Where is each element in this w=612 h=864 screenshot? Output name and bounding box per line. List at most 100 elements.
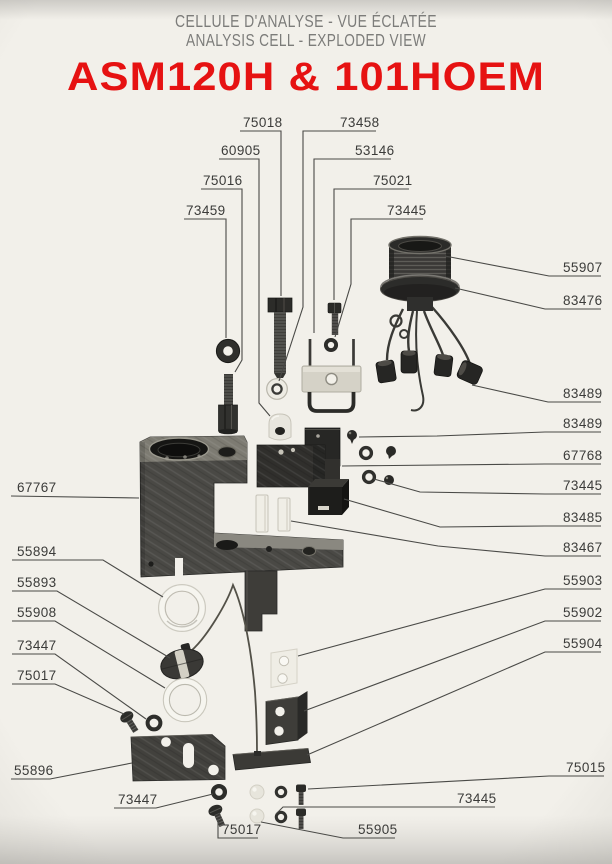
- leader-75017-left: [12, 683, 125, 715]
- part-washer-73458: [266, 378, 288, 400]
- part-label-73445-top: 73445: [387, 203, 427, 218]
- part-label-73458: 73458: [340, 115, 380, 130]
- leader-73447-left: [12, 653, 147, 720]
- leader-75017-bottom: [217, 819, 258, 839]
- part-label-55893: 55893: [17, 575, 57, 590]
- part-washer-73445-bottom-a: [274, 785, 288, 799]
- leader-73445-mid: [373, 478, 601, 495]
- part-bushing-60905: [268, 413, 292, 441]
- leader-83485: [343, 498, 601, 528]
- part-bolt-75021: [327, 302, 342, 335]
- leader-75018: [240, 130, 282, 296]
- part-oring-55908: [162, 677, 208, 723]
- part-label-75015: 75015: [566, 760, 606, 775]
- title-french: CELLULE D'ANALYSE - VUE ÉCLATÉE: [175, 11, 437, 31]
- part-bracket-55902: [265, 691, 308, 745]
- part-label-55896: 55896: [14, 763, 54, 778]
- leader-73447-bottom: [114, 793, 214, 809]
- leader-55902: [303, 620, 601, 712]
- part-plate-55903: [270, 648, 298, 689]
- part-label-73447-bottom: 73447: [118, 792, 158, 807]
- leader-73445-bottom: [275, 806, 495, 815]
- wire-loop: [399, 329, 409, 339]
- part-label-55907: 55907: [563, 260, 603, 275]
- leader-73458: [278, 130, 376, 382]
- part-disc-55893: [160, 643, 204, 680]
- part-label-83476: 83476: [563, 293, 603, 308]
- leader-67768: [341, 463, 601, 467]
- title-english: ANALYSIS CELL - EXPLODED VIEW: [186, 30, 426, 50]
- part-label-75018: 75018: [243, 115, 283, 130]
- part-label-83489-a: 83489: [563, 386, 603, 401]
- model-number-title: ASM120H & 101HOEM: [67, 55, 545, 99]
- part-label-55908: 55908: [17, 605, 57, 620]
- leader-lines: [10, 130, 604, 839]
- part-lower-column: [244, 570, 278, 632]
- part-label-73445-mid: 73445: [563, 478, 603, 493]
- header: CELLULE D'ANALYSE - VUE ÉCLATÉE ANALYSIS…: [67, 11, 545, 99]
- rubber-boots-83489: [375, 350, 483, 385]
- part-label-73447-left: 73447: [17, 638, 57, 653]
- part-cube-83485: [308, 479, 349, 515]
- leader-55896: [11, 762, 133, 780]
- part-label-55894: 55894: [17, 544, 57, 559]
- leader-55903: [297, 588, 601, 657]
- part-plate-55896: [130, 734, 226, 782]
- part-label-83485: 83485: [563, 510, 603, 525]
- part-oring-55894: [158, 583, 207, 632]
- leader-67767: [10, 495, 140, 499]
- part-label-60905: 60905: [221, 143, 261, 158]
- part-electrode-block: [256, 427, 341, 488]
- leader-55893: [12, 590, 171, 659]
- leader-83476: [454, 287, 601, 310]
- part-ball-55905-b: [249, 808, 265, 824]
- part-screw-washer-cluster: [347, 430, 396, 485]
- part-white-blocks-83467: [255, 494, 291, 533]
- leader-60905: [219, 158, 271, 417]
- leader-55907: [444, 255, 601, 277]
- part-label-67767: 67767: [17, 480, 57, 495]
- leader-55894: [12, 559, 164, 598]
- part-label-55905: 55905: [358, 822, 398, 837]
- part-screw-75017-bottom: [208, 804, 226, 828]
- part-washer-73447-bottom: [210, 783, 228, 801]
- leader-55905: [260, 821, 395, 839]
- part-label-67768: 67768: [563, 448, 603, 463]
- part-ball-55905-a: [249, 784, 265, 800]
- part-label-73445-bottom: 73445: [457, 791, 497, 806]
- part-label-55902: 55902: [563, 605, 603, 620]
- part-main-block: [139, 435, 344, 578]
- part-bar-55904: [232, 748, 311, 771]
- part-label-55903: 55903: [563, 573, 603, 588]
- part-label-73459: 73459: [186, 203, 226, 218]
- leader-55904: [306, 651, 601, 756]
- part-screw-75015-b: [296, 808, 306, 829]
- part-label-75017-bottom: 75017: [222, 822, 262, 837]
- part-label-75016: 75016: [203, 173, 243, 188]
- leader-73445-top: [334, 218, 423, 338]
- leader-55908: [12, 620, 166, 689]
- part-label-83489-b: 83489: [563, 416, 603, 431]
- part-cap-assembly-55907: [375, 235, 483, 412]
- part-labels: 75018 60905 75016 73459 73458 53146 7502…: [14, 115, 606, 837]
- leader-83489-a: [471, 384, 601, 403]
- part-label-83467: 83467: [563, 540, 603, 555]
- part-label-53146: 53146: [355, 143, 395, 158]
- leader-73459: [184, 218, 227, 338]
- bottom-hardware: [208, 783, 306, 829]
- part-label-55904: 55904: [563, 636, 603, 651]
- electrode-wire: [190, 582, 258, 753]
- part-washer-73447-left: [145, 714, 163, 732]
- wire-loop: [389, 314, 403, 328]
- leader-83467: [290, 520, 601, 557]
- part-holder-53146: [301, 339, 362, 413]
- part-washer-73445-top: [323, 337, 339, 353]
- part-hex-bolt-75018: [267, 297, 293, 378]
- leader-75015: [307, 775, 604, 790]
- leader-75016: [201, 188, 243, 373]
- part-washer-73445-bottom-b: [274, 810, 288, 824]
- part-screw-75015-a: [296, 784, 306, 805]
- leader-83489-b: [358, 431, 601, 438]
